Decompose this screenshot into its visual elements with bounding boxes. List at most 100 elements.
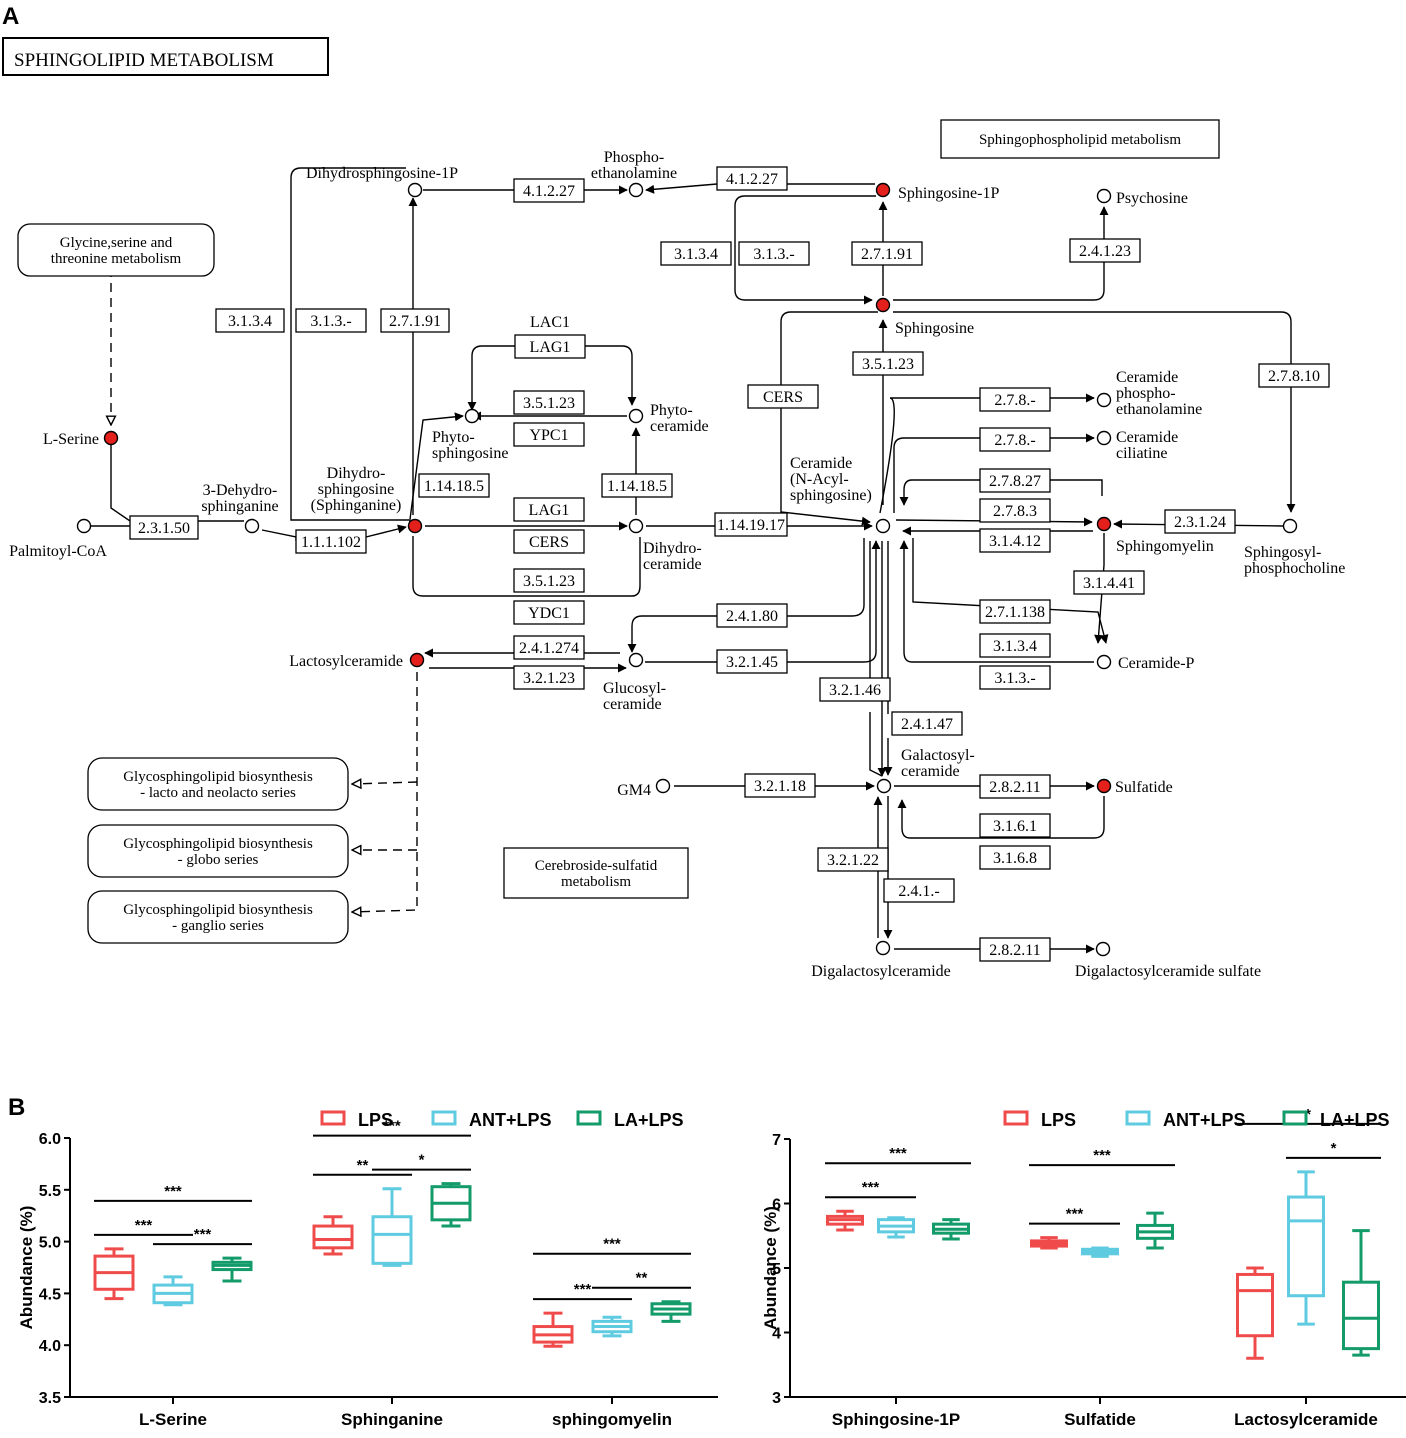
compound-node[interactable] [875,182,891,198]
compound-node[interactable] [628,652,644,668]
enzyme-e-2-4-1-80[interactable]: 2.4.1.80 [716,603,788,628]
enzyme-e-2-7-8-27[interactable]: 2.7.8.27 [979,468,1051,493]
compound-phosphoethanolamine[interactable]: Phospho-ethanolamine [591,149,677,198]
compound-digalactosylceramide[interactable]: Digalactosylceramide [811,940,951,981]
enzyme-e-3-1-3-a[interactable]: 3.1.3.- [295,308,367,333]
enzyme-e-2-8-2-11-a[interactable]: 2.8.2.11 [979,774,1051,799]
compound-phytosphingosine[interactable]: Phyto-sphingosine [432,408,508,463]
enzyme-e-3-2-1-45[interactable]: 3.2.1.45 [716,649,788,674]
compound-sphingosylphosphocholine[interactable]: Sphingosyl-phosphocholine [1244,518,1345,578]
enzyme-e-3-2-1-23[interactable]: 3.2.1.23 [513,665,585,690]
compound-phytoceramide[interactable]: Phyto-ceramide [628,402,709,435]
compound-digalactosylceramide-sulfate[interactable]: Digalactosylceramide sulfate [1075,941,1261,981]
enzyme-e-2-8-2-11-b[interactable]: 2.8.2.11 [979,937,1051,962]
enzyme-e-lag1-b[interactable]: LAG1 [513,497,585,522]
enzyme-ydc1[interactable]: YDC1 [513,600,585,625]
compound-node[interactable] [1096,654,1112,670]
compound-node[interactable] [1096,516,1112,532]
enzyme-e-2-7-8-b[interactable]: 2.7.8.- [979,427,1051,452]
compound-glucosylceramide[interactable]: Glucosyl-ceramide [603,652,666,714]
compound-node[interactable] [1096,392,1112,408]
compound-palmitoyl-coa[interactable]: Palmitoyl-CoA [9,518,107,561]
enzyme-e-2-7-8-3[interactable]: 2.7.8.3 [979,498,1051,523]
compound-ceramide[interactable]: Ceramide(N-Acyl-sphingosine) [790,455,891,534]
compound-node[interactable] [409,652,425,668]
enzyme-e-2-7-1-91-b[interactable]: 2.7.1.91 [851,241,923,266]
compound-l-serine[interactable]: L-Serine [43,430,119,448]
enzyme-e-2-4-1-23[interactable]: 2.4.1.23 [1069,238,1141,263]
enzyme-e-lag1-a[interactable]: LAG1 [514,334,586,359]
enzyme-e-1-1-1-102[interactable]: 1.1.1.102 [295,529,367,554]
enzyme-e-3-1-3-c[interactable]: 3.1.3.- [979,665,1051,690]
enzyme-e-3-2-1-18[interactable]: 3.2.1.18 [744,773,816,798]
compound-node[interactable] [407,182,423,198]
compound-node[interactable] [875,940,891,956]
compound-sphingosine[interactable]: Sphingosine [875,297,975,338]
enzyme-e-cers-b[interactable]: CERS [747,384,819,409]
enzyme-e-2-7-1-138[interactable]: 2.7.1.138 [979,599,1051,624]
enzyme-e-3-1-3-4-c[interactable]: 3.1.3.4 [979,633,1051,658]
compound-sulfatide[interactable]: Sulfatide [1096,778,1173,796]
enzyme-ypc1[interactable]: YPC1 [513,422,585,447]
enzyme-e-1-14-18-5-a[interactable]: 1.14.18.5 [418,473,490,498]
compound-node[interactable] [1096,430,1112,446]
compound-psychosine[interactable]: Psychosine [1096,188,1189,208]
enzyme-e-3-2-1-46[interactable]: 3.2.1.46 [819,677,891,702]
enzyme-e-2-4-1[interactable]: 2.4.1.- [883,878,955,903]
map-sphingophospholipid[interactable]: Sphingophospholipid metabolism [940,119,1220,159]
enzyme-e-3-1-3-b[interactable]: 3.1.3.- [738,241,810,266]
compound-sphingosine-1p[interactable]: Sphingosine-1P [875,182,1000,203]
enzyme-e-2-7-1-91-a[interactable]: 2.7.1.91 [380,308,450,333]
enzyme-e-3-1-6-1[interactable]: 3.1.6.1 [979,813,1051,838]
compound-node[interactable] [103,430,119,446]
enzyme-e-3-5-1-23-c[interactable]: 3.5.1.23 [852,351,924,376]
enzyme-e-3-1-3-4-b[interactable]: 3.1.3.4 [660,241,732,266]
enzyme-e-2-7-8-a[interactable]: 2.7.8.- [979,387,1051,412]
enzyme-e-3-2-1-22[interactable]: 3.2.1.22 [817,847,889,872]
map-globo[interactable]: Glycosphingolipid biosynthesis- globo se… [87,824,349,878]
enzyme-e-3-5-1-23-a[interactable]: 3.5.1.23 [513,390,585,415]
compound-node[interactable] [464,408,480,424]
enzyme-e-cers-a[interactable]: CERS [513,529,585,554]
enzyme-e-1-14-18-5-b[interactable]: 1.14.18.5 [601,473,673,498]
enzyme-e-2-4-1-47[interactable]: 2.4.1.47 [891,711,963,736]
enzyme-e-2-4-1-274[interactable]: 2.4.1.274 [513,635,585,660]
enzyme-e-3-1-4-41[interactable]: 3.1.4.41 [1073,570,1145,595]
map-ganglio[interactable]: Glycosphingolipid biosynthesis- ganglio … [87,890,349,944]
enzyme-e-2-3-1-50[interactable]: 2.3.1.50 [129,515,199,540]
enzyme-e-2-3-1-24[interactable]: 2.3.1.24 [1164,509,1236,534]
enzyme-e-4-1-2-27-a[interactable]: 4.1.2.27 [513,178,585,203]
compound-node[interactable] [655,778,671,794]
enzyme-e-1-14-19-17[interactable]: 1.14.19.17 [714,512,788,537]
compound-node[interactable] [628,408,644,424]
compound-node[interactable] [875,297,891,313]
compound-ceramide-p[interactable]: Ceramide-P [1096,654,1195,672]
compound-node[interactable] [1282,518,1298,534]
enzyme-e-3-1-4-12[interactable]: 3.1.4.12 [979,528,1051,553]
compound-node[interactable] [628,518,644,534]
compound-dihydrosphingosine-1p[interactable]: Dihydrosphingosine-1P [306,165,458,198]
compound-gm4[interactable]: GM4 [617,778,671,800]
compound-node[interactable] [876,778,892,794]
compound-node[interactable] [76,518,92,534]
compound-node[interactable] [407,518,423,534]
compound-dihydroceramide[interactable]: Dihydro-ceramide [628,518,702,574]
compound-node[interactable] [1095,941,1111,957]
enzyme-e-3-1-3-4-a[interactable]: 3.1.3.4 [215,308,285,333]
compound-dehydrosphinganine[interactable]: 3-Dehydro-sphinganine [201,482,279,534]
enzyme-e-3-1-6-8[interactable]: 3.1.6.8 [979,845,1051,870]
compound-node[interactable] [1096,778,1112,794]
enzyme-e-4-1-2-27-b[interactable]: 4.1.2.27 [716,166,788,191]
enzyme-e-3-5-1-23-b[interactable]: 3.5.1.23 [513,568,585,593]
compound-sphingomyelin[interactable]: Sphingomyelin [1096,516,1214,556]
compound-node[interactable] [875,518,891,534]
compound-node[interactable] [1096,188,1112,204]
enzyme-e-2-7-8-10[interactable]: 2.7.8.10 [1258,363,1330,388]
compound-lactosylceramide[interactable]: Lactosylceramide [289,652,425,670]
compound-dihydrosphinganine[interactable]: Dihydro-sphingosine(Sphinganine) [311,465,423,534]
compound-node[interactable] [628,182,644,198]
